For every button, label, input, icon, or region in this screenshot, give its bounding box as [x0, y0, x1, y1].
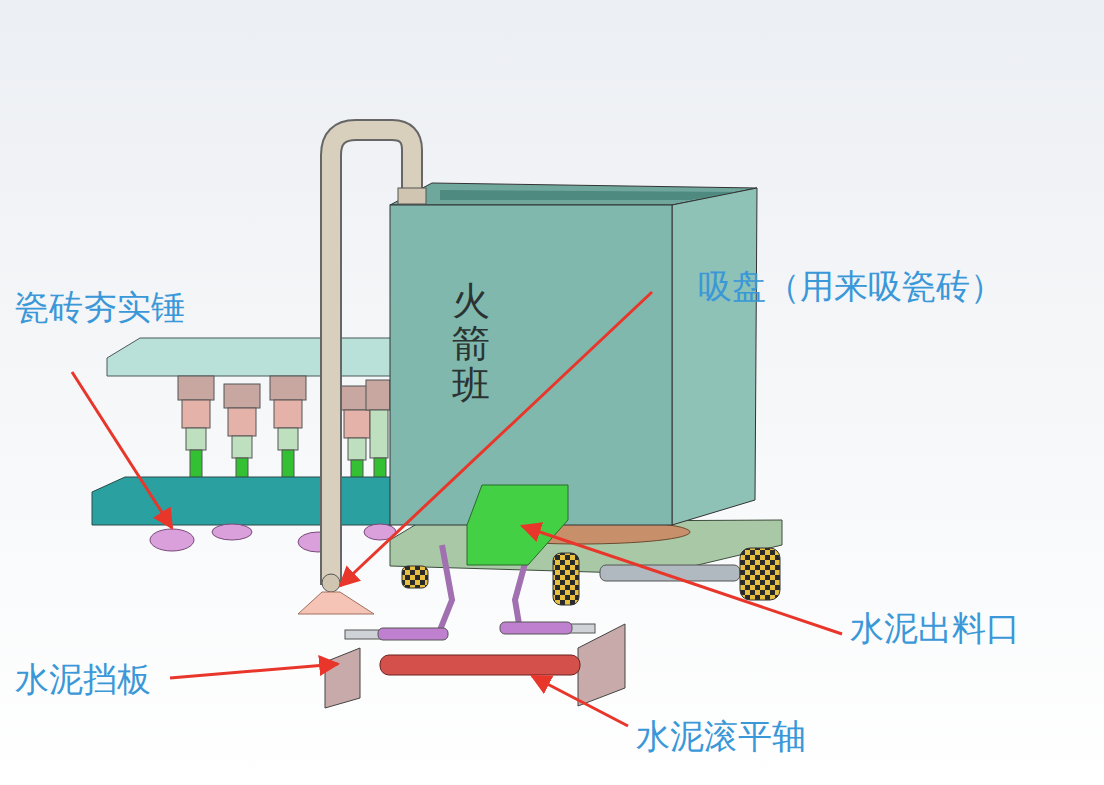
column-cap — [366, 380, 390, 410]
column-sleeve — [186, 428, 206, 450]
tamper-bottom-plate — [92, 477, 392, 525]
column-cap — [224, 384, 260, 408]
tamper-columns — [178, 376, 390, 482]
part-label: 水泥挡板 — [15, 659, 151, 700]
cement-baffle — [578, 624, 625, 706]
hopper-front — [390, 205, 672, 525]
part-label: 水泥滚平轴 — [636, 716, 806, 757]
pipe-joint — [322, 574, 340, 592]
column-sleeve — [348, 438, 366, 460]
tamper-top-plate — [107, 338, 395, 376]
column-sleeve — [232, 436, 252, 458]
column-mid — [182, 400, 210, 428]
suction-cup — [298, 592, 374, 614]
column-cap — [270, 376, 306, 400]
hopper — [390, 183, 757, 525]
leader-arrow — [72, 372, 172, 528]
leader-arrow — [170, 664, 338, 678]
leader-arrow — [522, 526, 842, 634]
tamper-foot — [212, 524, 252, 540]
cement-outlet — [467, 485, 568, 565]
column-mid — [228, 408, 256, 436]
column-sleeve — [278, 428, 298, 450]
column-rod — [190, 450, 202, 480]
part-label: 瓷砖夯实锤 — [15, 287, 185, 328]
hopper-box: 火箭班 — [390, 205, 672, 525]
link-cylinder — [378, 628, 448, 640]
tamper-assembly — [92, 338, 396, 552]
wheel — [740, 548, 780, 600]
leader-arrow — [532, 676, 628, 726]
hopper-side — [672, 188, 757, 525]
wheel — [402, 566, 428, 588]
axle — [600, 565, 740, 581]
wheel — [553, 553, 579, 605]
cement-baffle — [325, 648, 360, 708]
column-rod — [282, 450, 294, 480]
screed-assembly — [325, 485, 625, 708]
hopper-lettering: 火箭班 — [452, 281, 490, 406]
part-label: 水泥出料口 — [850, 608, 1020, 649]
pipe-flange — [398, 188, 426, 204]
leveling-roller — [380, 655, 580, 675]
column-cap — [178, 376, 214, 400]
hopper-opening — [440, 190, 748, 200]
tamper-foot — [150, 529, 194, 551]
link-cylinder — [500, 622, 572, 634]
column-sleeve — [370, 410, 388, 458]
part-label: 吸盘（用来吸瓷砖） — [698, 266, 1004, 307]
leader-arrow — [340, 292, 652, 586]
link-arm — [440, 545, 452, 630]
column-mid — [344, 410, 370, 438]
suction-pipe — [298, 130, 426, 614]
column-mid — [274, 400, 302, 428]
